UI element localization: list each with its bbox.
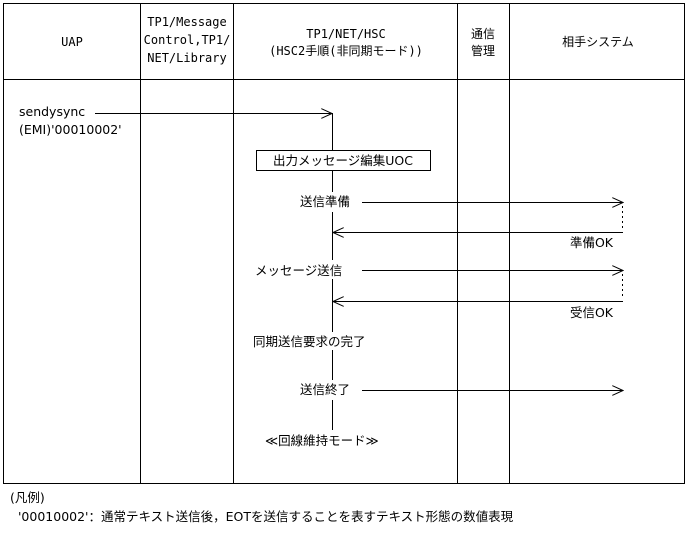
header-partner-system: 相手システム <box>562 35 634 49</box>
sendysync-label: sendysync <box>19 104 85 119</box>
sync-complete-label: 同期送信要求の完了 <box>253 334 366 349</box>
header-tp1-message: Control,TP1/ <box>144 33 231 47</box>
sendysync-argument: (EMI)'00010002' <box>19 122 122 137</box>
header-tp1-message: NET/Library <box>147 51 226 65</box>
header-uap: UAP <box>61 35 83 49</box>
header-tp1-net: (HSC2手順(非同期モード)) <box>269 44 423 58</box>
header-tp1-net: TP1/NET/HSC <box>306 27 385 41</box>
legend-title: (凡例) <box>10 490 45 505</box>
message-send-label: メッセージ送信 <box>255 263 342 278</box>
prepare-ok-label: 準備OK <box>570 235 614 250</box>
header-comm-mgmt: 管理 <box>471 43 495 58</box>
uoc-box <box>256 150 431 171</box>
receive-ok-label: 受信OK <box>570 305 614 320</box>
legend-text: '00010002'：通常テキスト送信後，EOTを送信することを表すテキスト形態… <box>18 509 514 524</box>
header-tp1-message: TP1/Message <box>147 15 226 29</box>
diagram-frame <box>3 3 685 484</box>
send-end-label: 送信終了 <box>300 382 350 397</box>
uoc-box-label: 出力メッセージ編集UOC <box>273 153 413 168</box>
header-comm-mgmt: 通信 <box>471 27 495 41</box>
maintain-mode-label: ≪回線維持モード≫ <box>265 433 379 448</box>
send-prepare-label: 送信準備 <box>300 194 350 209</box>
